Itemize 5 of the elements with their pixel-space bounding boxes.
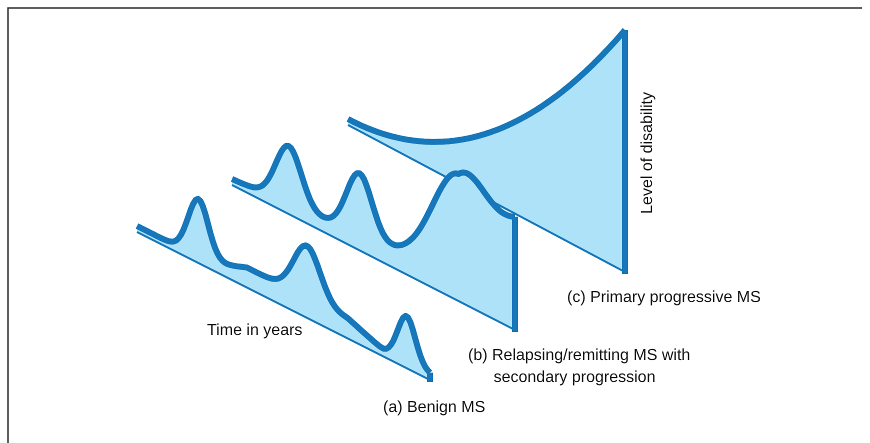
course-label: (a) Benign MS [383,398,486,418]
course-label: (b) Relapsing/remitting MS with secondary progression [468,346,692,388]
axis-label: Level of disability [638,92,657,214]
axis-label: Time in years [207,321,304,341]
course-label: (c) Primary progressive MS [567,288,762,308]
